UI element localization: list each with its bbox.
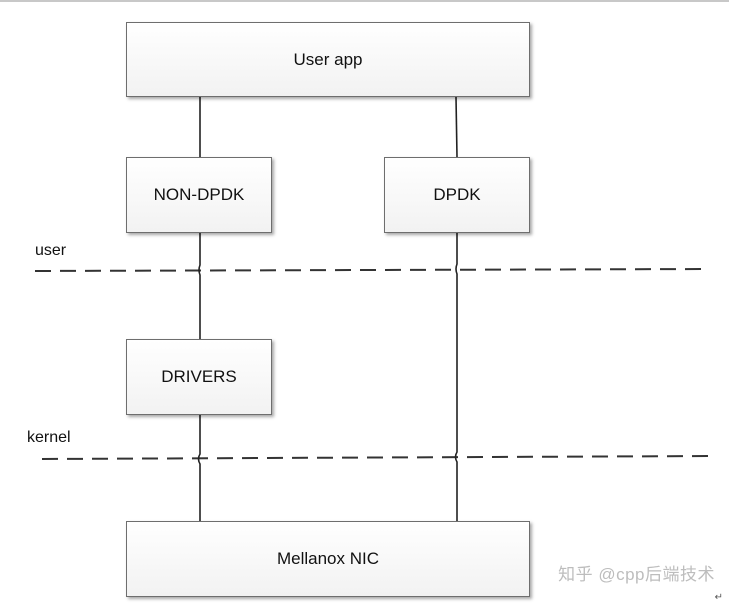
- paragraph-mark-icon: ↵: [714, 592, 723, 603]
- top-border-line: [0, 0, 729, 2]
- dpdk-label: DPDK: [433, 185, 481, 204]
- kernel-layer-label: kernel: [27, 429, 71, 446]
- drivers-box: DRIVERS: [126, 339, 272, 415]
- dpdk-box: DPDK: [384, 157, 530, 233]
- connector-nondpdk-drivers: [198, 233, 201, 339]
- user-app-box: User app: [126, 22, 530, 97]
- kernel-hardware-boundary-line: [41, 455, 713, 460]
- non-dpdk-label: NON-DPDK: [153, 185, 245, 204]
- user-kernel-boundary-line: [34, 268, 709, 272]
- connector-dpdk-nic: [454, 233, 458, 521]
- user-layer-label: user: [35, 242, 67, 259]
- non-dpdk-box: NON-DPDK: [126, 157, 272, 233]
- zhihu-watermark: 知乎 @cpp后端技术: [558, 565, 715, 584]
- connector-drivers-nic: [197, 415, 201, 521]
- mellanox-nic-label: Mellanox NIC: [276, 549, 380, 568]
- mellanox-nic-box: Mellanox NIC: [126, 521, 530, 597]
- drivers-label: DRIVERS: [161, 367, 237, 386]
- connector-userapp-dpdk: [455, 96, 458, 158]
- user-app-label: User app: [293, 49, 363, 69]
